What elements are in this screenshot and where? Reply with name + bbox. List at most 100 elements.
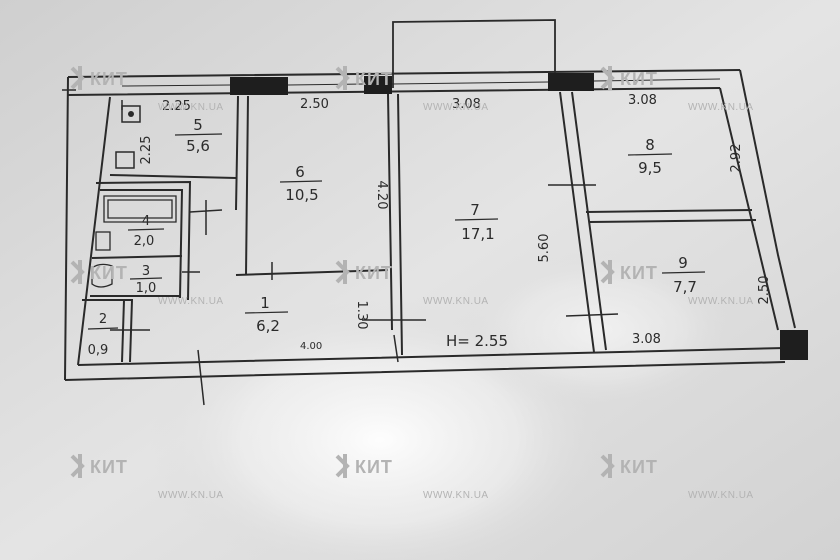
kit-logo-icon: [335, 66, 350, 90]
window-2: [364, 76, 392, 94]
dim-kitchen-depth: 2.25: [139, 136, 154, 165]
outer-wall-left: [64, 76, 111, 381]
watermark-url: WWW.KN.UA: [158, 490, 224, 501]
bathtub-icon: [103, 195, 177, 223]
wall-bath: [95, 180, 192, 301]
kit-logo-icon: [70, 260, 85, 284]
kit-logo-icon: [335, 260, 350, 284]
watermark-url: WWW.KN.UA: [158, 296, 224, 307]
wall-room8-9: [585, 209, 757, 223]
window-glazing: [121, 78, 721, 87]
watermark: КИТ WWW.KN.UA: [70, 260, 224, 307]
dim-room8-width: 3.08: [628, 93, 657, 108]
kit-logo-icon: [600, 66, 615, 90]
watermarks: КИТ WWW.KN.UA КИТ WWW.KN.UA КИТ WWW.KN.UA КИТ W…: [70, 66, 754, 501]
dimension-labels: 2.25 2.50 3.08 3.08 2.25 4.20 5.60 2.92 …: [139, 93, 772, 352]
room-4-number: 4: [142, 214, 150, 229]
watermark-brand: КИТ: [355, 263, 393, 283]
room-3-number: 3: [142, 264, 150, 279]
watermark-brand: КИТ: [620, 69, 658, 89]
toilet-icon: [91, 263, 113, 288]
watermark-url: WWW.KN.UA: [688, 102, 754, 113]
watermark-url: WWW.KN.UA: [423, 296, 489, 307]
dim-kitchen-width: 2.25: [162, 99, 191, 114]
dim-room7-depth: 5.60: [537, 234, 552, 263]
room-8-number: 8: [645, 136, 655, 154]
watermark: КИТ WWW.KN.UA: [70, 66, 224, 113]
dim-hall-length: 4.00: [300, 341, 322, 352]
stove-icon: [121, 105, 141, 123]
light-glare-small: [460, 250, 740, 410]
room-7-fraction-line: [454, 218, 499, 221]
room-2-fraction-line: [87, 327, 119, 330]
room-3-fraction-line: [129, 277, 163, 280]
watermark: КИТ WWW.KN.UA: [335, 260, 489, 307]
kitchen-sink-icon: [115, 151, 135, 169]
wall-storage: [82, 299, 134, 363]
dim-room6-width: 2.50: [300, 97, 329, 112]
room-7-area: 17,1: [461, 225, 494, 243]
wall-room7-8: [559, 91, 607, 353]
watermark-brand: КИТ: [620, 457, 658, 477]
room-4-area: 2,0: [134, 234, 155, 249]
walls: [62, 19, 808, 406]
window-1: [230, 77, 288, 95]
dim-room7-width: 3.08: [452, 97, 481, 112]
room-labels: 5 5,6 6 10,5 7 17,1 8 9,5 9 7,7 4 2,0 3 …: [87, 116, 706, 358]
room-6-area: 10,5: [285, 186, 318, 204]
dimension-ticks: [62, 89, 619, 406]
ceiling-height: H= 2.55: [446, 332, 508, 350]
kit-logo-icon: [70, 454, 85, 478]
outer-wall-bottom: [64, 347, 786, 381]
outer-wall-right: [719, 69, 796, 331]
window-4: [780, 330, 808, 360]
kit-logo-icon: [70, 66, 85, 90]
room-2-number: 2: [99, 312, 107, 327]
room-9-area: 7,7: [673, 278, 697, 296]
kit-logo-icon: [600, 260, 615, 284]
room-6-number: 6: [295, 163, 305, 181]
watermark: КИТ WWW.KN.UA: [600, 66, 754, 113]
watermark-brand: КИТ: [355, 457, 393, 477]
watermark-brand: КИТ: [90, 263, 128, 283]
watermark: КИТ WWW.KN.UA: [600, 260, 754, 307]
room-9-number: 9: [678, 254, 688, 272]
window-3: [548, 73, 594, 91]
watermark-brand: КИТ: [90, 69, 128, 89]
watermark-url: WWW.KN.UA: [423, 490, 489, 501]
room-3-area: 1,0: [136, 281, 157, 296]
room-8-fraction-line: [627, 153, 673, 156]
balcony-outline: [392, 19, 556, 88]
room-2-area: 0,9: [88, 343, 109, 358]
watermark-url: WWW.KN.UA: [688, 490, 754, 501]
room-5-number: 5: [193, 116, 203, 134]
room-5-area: 5,6: [186, 137, 210, 155]
room-1-fraction-line: [244, 311, 289, 314]
room-6-fraction-line: [279, 180, 323, 183]
wall-room5-6: [235, 95, 249, 276]
watermark: КИТ WWW.KN.UA: [335, 454, 489, 501]
watermark-url: WWW.KN.UA: [688, 296, 754, 307]
wall-room6-bottom: [235, 269, 389, 276]
room-1-number: 1: [260, 294, 270, 312]
dim-room6-depth: 4.20: [374, 181, 389, 210]
kit-logo-icon: [600, 454, 615, 478]
watermark-brand: КИТ: [620, 263, 658, 283]
bath-sink-icon: [95, 231, 111, 251]
room-8-area: 9,5: [638, 159, 662, 177]
dim-room9-width: 3.08: [632, 332, 661, 347]
room-7-number: 7: [470, 201, 480, 219]
wall-room5-bottom: [109, 174, 237, 179]
watermark-url: WWW.KN.UA: [423, 102, 489, 113]
dim-hall-depth: 1.30: [354, 301, 369, 330]
dim-room9-depth: 2.50: [757, 276, 772, 305]
room-5-fraction-line: [174, 133, 223, 136]
dim-room8-depth: 2.92: [729, 144, 744, 173]
watermark: КИТ WWW.KN.UA: [600, 454, 754, 501]
room-4-fraction-line: [127, 228, 165, 231]
watermark-url: WWW.KN.UA: [158, 102, 224, 113]
stove-burner: [128, 111, 134, 117]
